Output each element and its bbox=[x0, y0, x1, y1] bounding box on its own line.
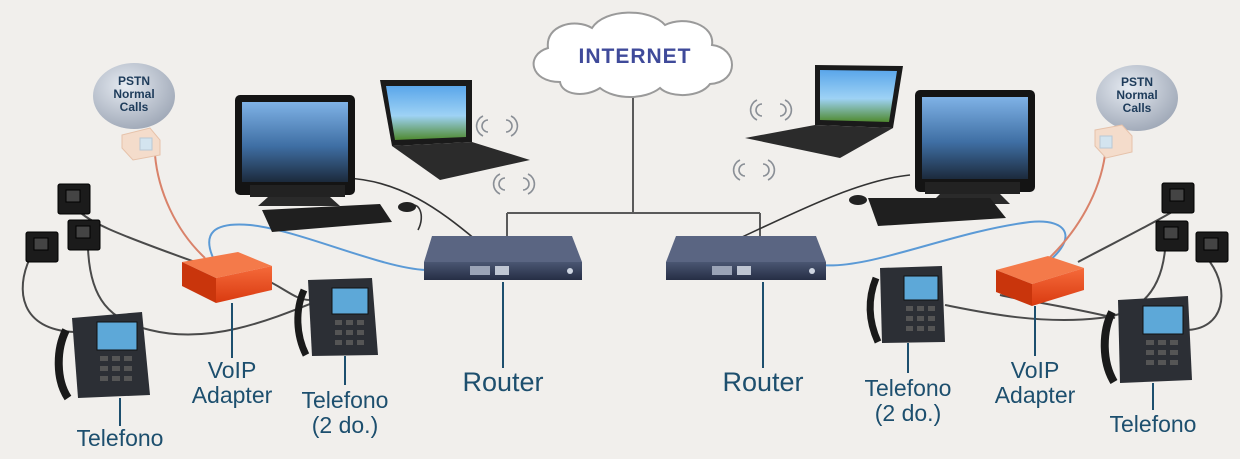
ethernet-cables bbox=[208, 220, 1067, 271]
voip-label-left: VoIP Adapter bbox=[191, 357, 273, 408]
phone-label-right: Telefono bbox=[1109, 411, 1197, 437]
laptop-right bbox=[745, 65, 903, 158]
laptop-left bbox=[380, 80, 530, 180]
wifi-signals bbox=[475, 99, 793, 195]
router-label-left: Router bbox=[462, 367, 544, 397]
desktop-pc-left bbox=[235, 95, 416, 232]
voip-label-right: VoIP Adapter bbox=[994, 357, 1076, 408]
ip-phone-left bbox=[54, 312, 150, 401]
pstn-label-left: PSTN Normal Calls bbox=[113, 74, 155, 114]
leader-lines bbox=[119, 282, 1154, 426]
router-right bbox=[666, 236, 826, 280]
phone-cables bbox=[21, 204, 1223, 336]
ip-phone-center-left bbox=[294, 278, 378, 357]
wall-jack-right bbox=[1094, 124, 1133, 159]
wall-jack-left bbox=[121, 127, 161, 161]
phone2-label-right: Telefono (2 do.) bbox=[864, 375, 952, 426]
pstn-bubble-right bbox=[1096, 65, 1178, 131]
pstn-bubble-left bbox=[93, 63, 175, 129]
pc-cables bbox=[344, 174, 911, 241]
phone-sockets-left bbox=[25, 183, 101, 263]
ip-phone-right bbox=[1100, 296, 1192, 385]
internet-links bbox=[506, 88, 761, 236]
desktop-pc-right bbox=[849, 90, 1035, 226]
ip-phone-center-right bbox=[866, 266, 945, 344]
phone-label-left: Telefono bbox=[76, 425, 164, 451]
router-left bbox=[424, 236, 582, 280]
phone-sockets-right bbox=[1155, 182, 1229, 263]
voip-adapter-right bbox=[996, 256, 1084, 306]
voip-adapter-left bbox=[182, 252, 272, 303]
pstn-cables bbox=[154, 154, 1106, 263]
phone2-label-left: Telefono (2 do.) bbox=[301, 387, 389, 438]
router-label-right: Router bbox=[722, 367, 804, 397]
pstn-label-right: PSTN Normal Calls bbox=[1116, 75, 1158, 115]
internet-cloud bbox=[532, 11, 733, 98]
internet-label: INTERNET bbox=[578, 45, 692, 68]
